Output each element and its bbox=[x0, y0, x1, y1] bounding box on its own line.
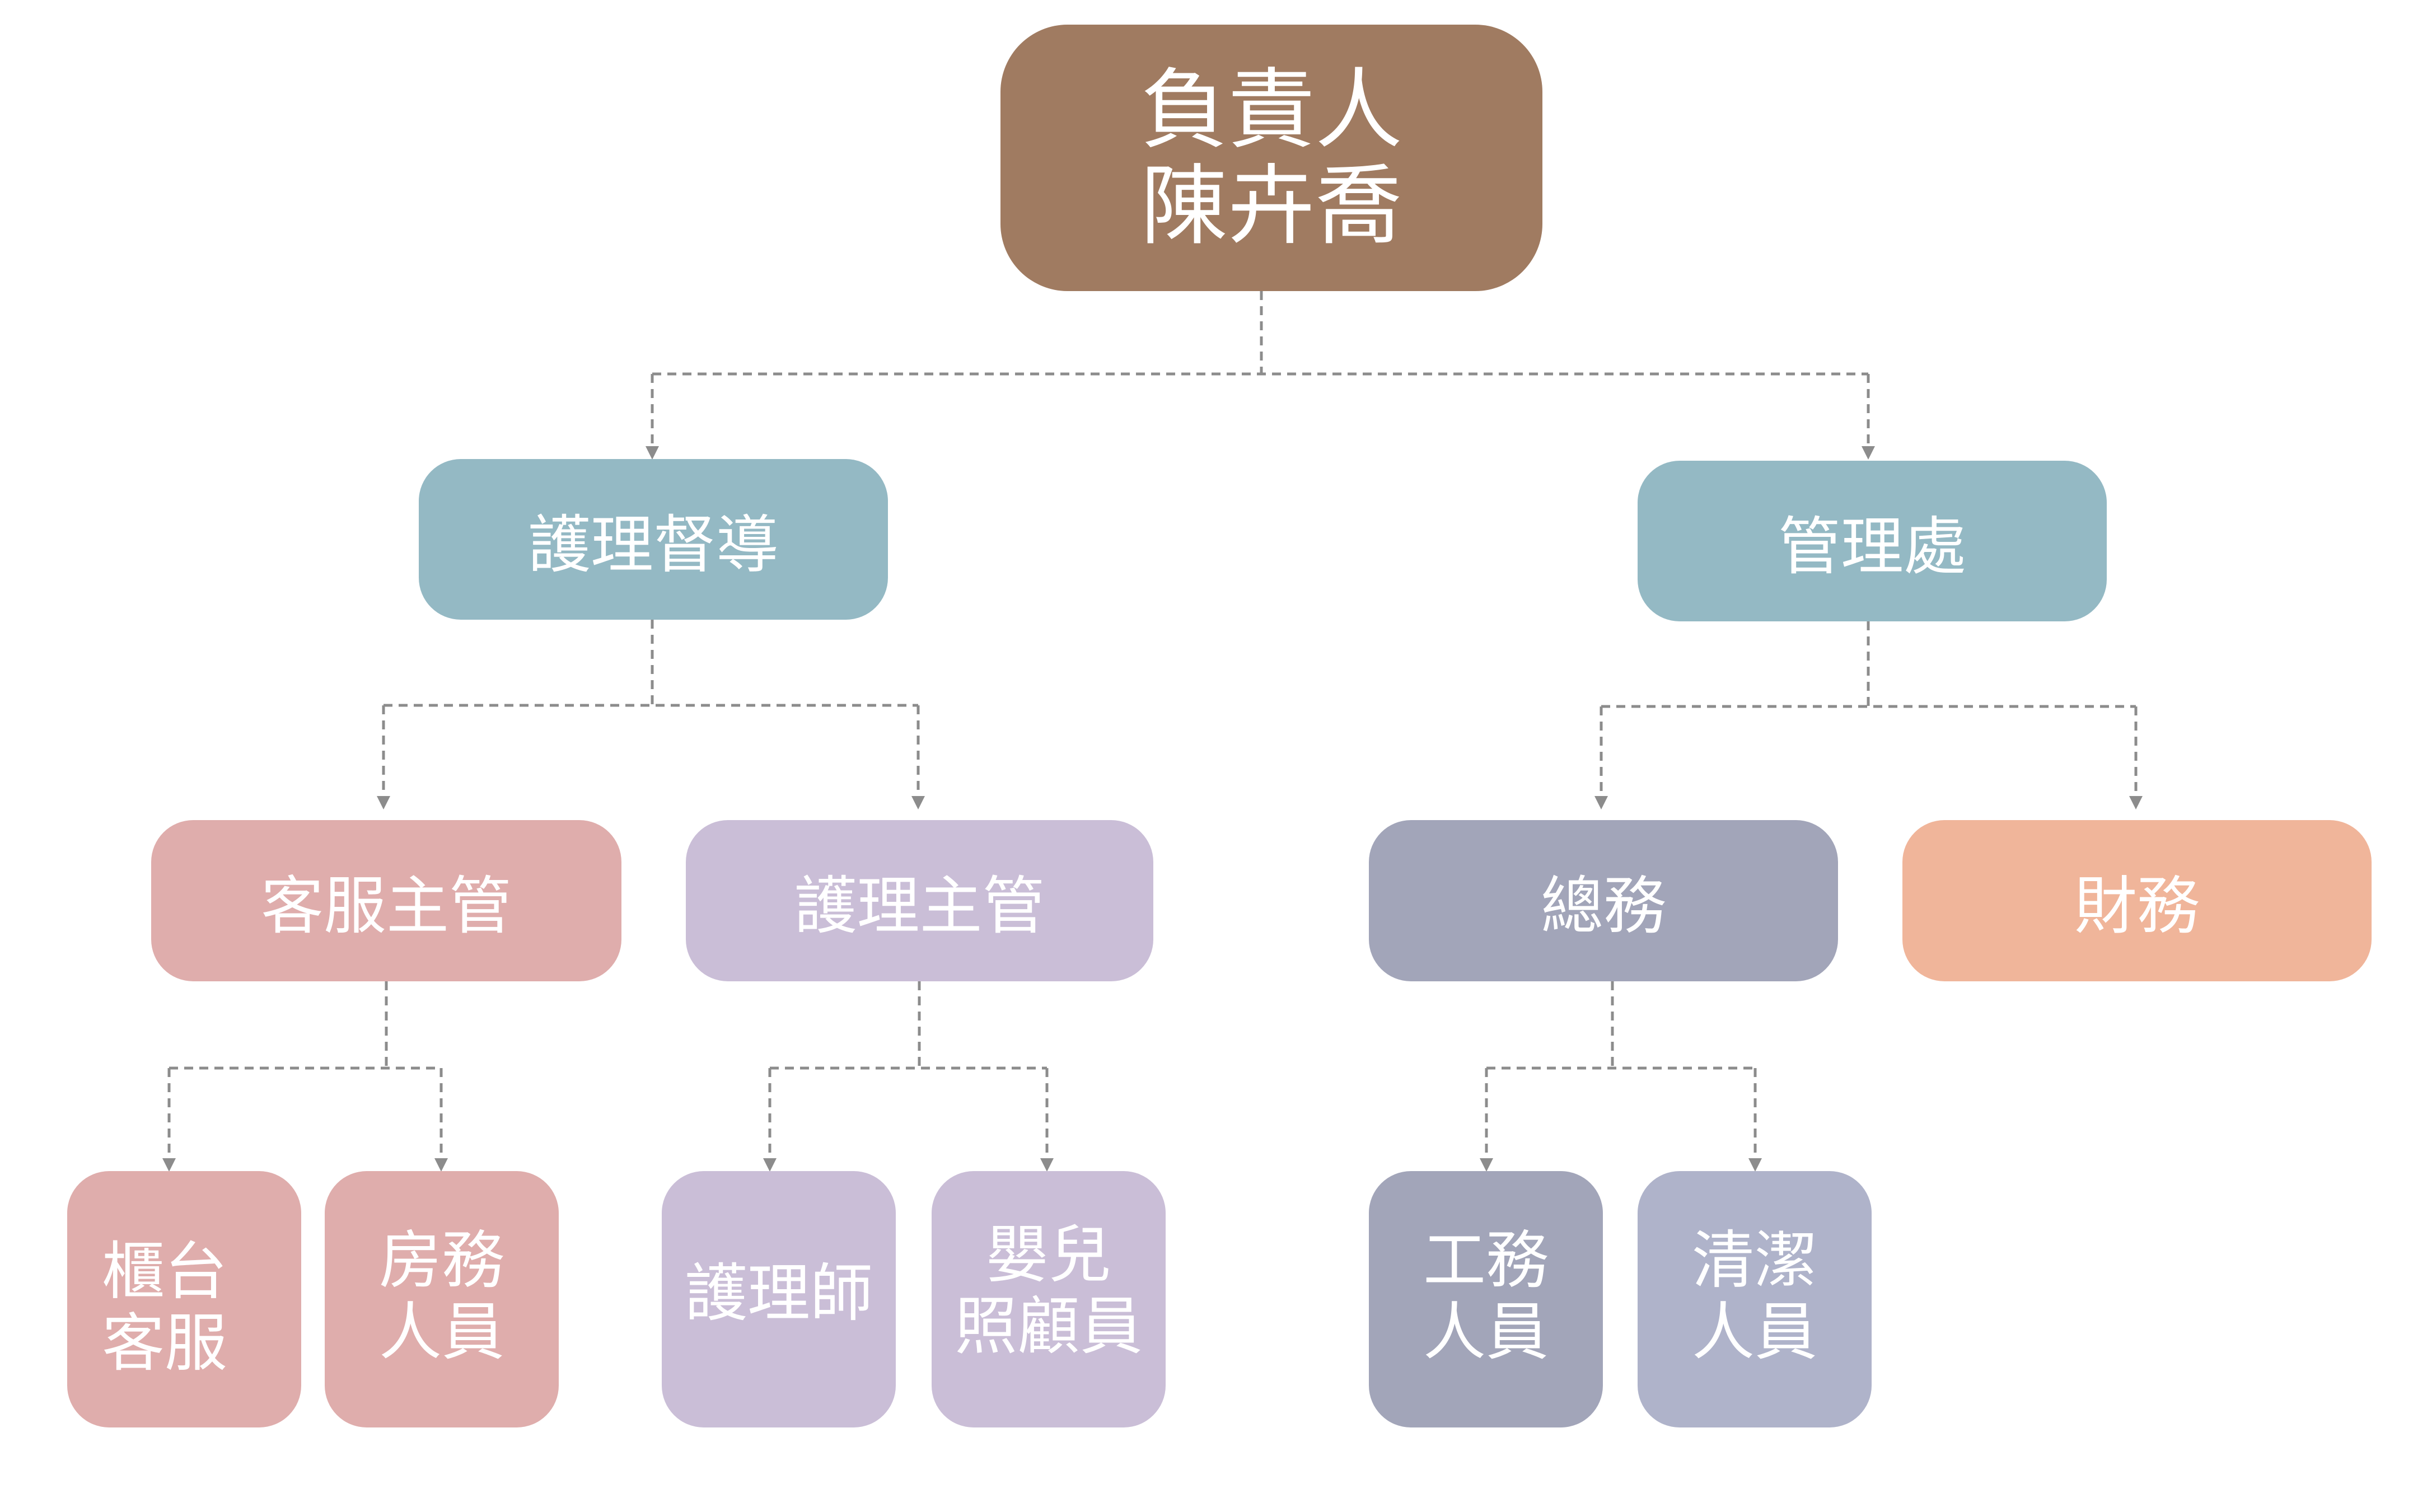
connector-customer-service-split bbox=[169, 981, 441, 1070]
node-customer-service-manager: 客服主管 bbox=[151, 820, 621, 981]
node-front-desk: 櫃台 客服 bbox=[67, 1171, 301, 1427]
infant-care-line1: 嬰兒 bbox=[986, 1219, 1111, 1291]
node-housekeeping: 房務 人員 bbox=[325, 1171, 559, 1427]
node-nursing-manager: 護理主管 bbox=[686, 820, 1153, 981]
nursing-manager-label: 護理主管 bbox=[794, 870, 1045, 943]
maintenance-line2: 人員 bbox=[1423, 1296, 1549, 1369]
node-maintenance: 工務 人員 bbox=[1369, 1171, 1603, 1427]
node-admin-office: 管理處 bbox=[1638, 461, 2107, 621]
connector-nursing-manager-split bbox=[770, 981, 1047, 1070]
node-cleaning: 清潔 人員 bbox=[1638, 1171, 1872, 1427]
front-desk-line1: 櫃台 bbox=[102, 1235, 227, 1308]
admin-office-label: 管理處 bbox=[1778, 510, 1966, 583]
housekeeping-line2: 人員 bbox=[379, 1296, 504, 1369]
node-nursing-supervisor: 護理督導 bbox=[419, 459, 888, 620]
nursing-supervisor-label: 護理督導 bbox=[528, 508, 779, 582]
front-desk-line2: 客服 bbox=[102, 1307, 227, 1380]
connector-general-affairs-split bbox=[1486, 981, 1755, 1070]
customer-service-manager-label: 客服主管 bbox=[261, 870, 512, 943]
maintenance-line1: 工務 bbox=[1423, 1224, 1549, 1297]
connector-admin-office-split bbox=[1601, 621, 2136, 708]
connector-nursing-supervisor-split bbox=[384, 620, 918, 707]
root-name: 陳卉喬 bbox=[1140, 155, 1402, 257]
node-general-affairs: 總務 bbox=[1369, 820, 1838, 981]
node-nurse: 護理師 bbox=[662, 1171, 896, 1427]
infant-care-line2: 照顧員 bbox=[955, 1290, 1143, 1363]
nurse-label: 護理師 bbox=[685, 1257, 873, 1330]
node-root: 負責人 陳卉喬 bbox=[1000, 25, 1542, 291]
node-finance: 財務 bbox=[1902, 820, 2372, 981]
root-title: 負責人 bbox=[1140, 59, 1402, 161]
housekeeping-line1: 房務 bbox=[379, 1224, 504, 1297]
node-infant-care: 嬰兒 照顧員 bbox=[932, 1171, 1166, 1427]
connector-root-split bbox=[652, 291, 1868, 376]
cleaning-line2: 人員 bbox=[1692, 1296, 1817, 1369]
cleaning-line1: 清潔 bbox=[1692, 1224, 1817, 1297]
general-affairs-label: 總務 bbox=[1541, 870, 1666, 943]
finance-label: 財務 bbox=[2074, 870, 2200, 943]
